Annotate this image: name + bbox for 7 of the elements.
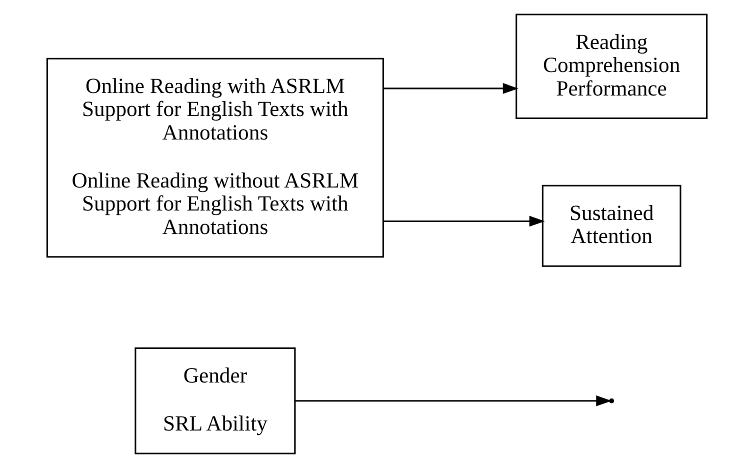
node-box: Online Reading with ASRLM Support for English Texts with Annotations Online Reading without ASRLM Support for English Texts with Annotations <box>46 58 384 258</box>
node-box: Sustained Attention <box>542 184 682 267</box>
node-box: Gender SRL Ability <box>134 347 296 454</box>
arrow <box>383 216 545 227</box>
node-box: Reading Comprehension Performance <box>516 14 708 120</box>
arrow <box>295 395 612 406</box>
arrow <box>383 83 518 94</box>
